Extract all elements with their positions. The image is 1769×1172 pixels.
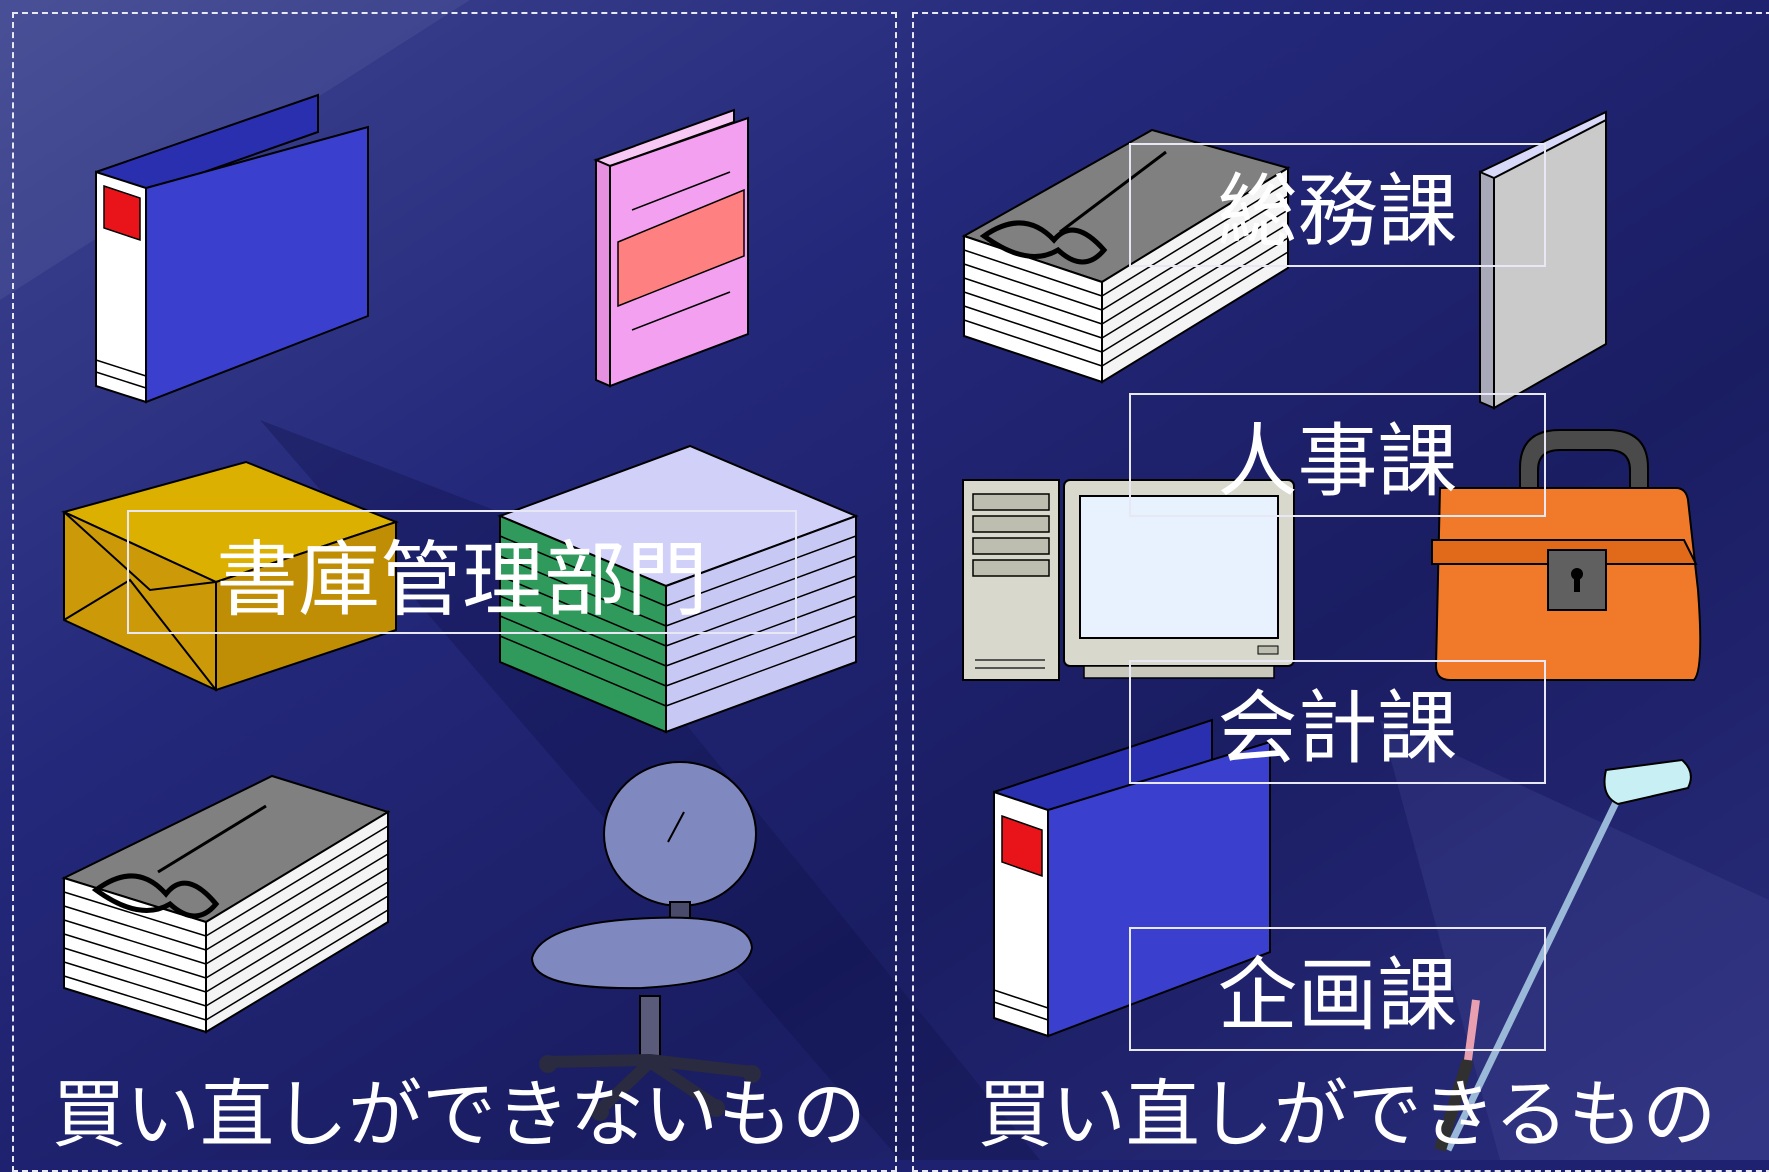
department-label-general-affairs: 総務課: [1129, 143, 1546, 267]
binder-icon: [95, 93, 369, 404]
right-caption: 買い直しができるもの: [977, 1072, 1717, 1158]
office-chair-icon: [530, 761, 761, 1121]
gray-binder-icon: [1479, 110, 1607, 410]
desktop-computer-icon: [962, 479, 1295, 681]
binder-icon: [993, 718, 1271, 1038]
briefcase-icon: [1431, 429, 1702, 681]
envelope-parcel-icon: [61, 460, 399, 692]
golf-club-icon: [1434, 758, 1692, 1152]
paper-stack-icon: [497, 444, 859, 734]
department-label-planning: 企画課: [1129, 927, 1546, 1051]
tied-bundle-icon: [961, 128, 1291, 384]
tied-bundle-icon: [61, 774, 391, 1034]
archive-department-label: 書庫管理部門: [127, 510, 797, 634]
department-label-accounting: 会計課: [1129, 660, 1546, 784]
pink-notebook-icon: [593, 108, 749, 388]
left-caption: 買い直しができないもの: [52, 1072, 866, 1158]
department-label-personnel: 人事課: [1129, 393, 1546, 517]
